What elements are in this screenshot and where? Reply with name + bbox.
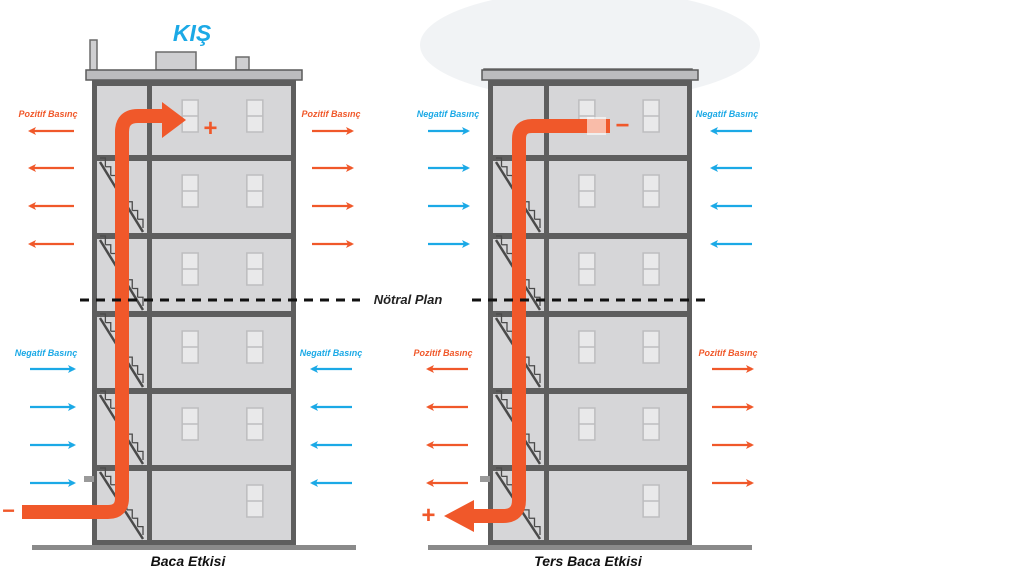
left-building-lower-right-label: Negatif Basınç xyxy=(300,348,363,358)
floor-slab-1 xyxy=(92,80,296,86)
floor-slab-2 xyxy=(488,155,692,161)
stack-flow-path xyxy=(22,109,166,519)
floor-slab-3 xyxy=(488,233,692,239)
reverse-stack-flow-arrowhead xyxy=(444,500,474,532)
reverse-stack-flow-path xyxy=(470,119,610,523)
shaft-wall xyxy=(544,80,549,546)
entrance-canopy xyxy=(480,476,490,482)
right-building-upper-right-label: Negatif Basınç xyxy=(696,109,759,119)
left-wall xyxy=(488,80,493,546)
pressure-arrows xyxy=(28,127,754,487)
floor-slab-1 xyxy=(488,80,692,86)
building-reverse-stack-effect xyxy=(428,68,752,550)
roof-structure-3 xyxy=(235,56,250,71)
floor-slab-3 xyxy=(92,233,296,239)
left-building-caption: Baca Etkisi xyxy=(151,553,227,569)
right-building-bottom-sign: + xyxy=(421,502,435,529)
right-wall xyxy=(687,80,692,546)
roof-structure-2 xyxy=(155,51,197,71)
left-building-upper-left-label: Pozitif Basınç xyxy=(18,109,77,119)
floor-slab-5 xyxy=(488,388,692,394)
right-building-top-sign: − xyxy=(615,112,629,139)
right-building-lower-right-label: Pozitif Basınç xyxy=(698,348,757,358)
ground-line xyxy=(32,545,356,550)
right-wall xyxy=(291,80,296,546)
floor-slab-2 xyxy=(92,155,296,161)
stack-flow-arrowhead xyxy=(162,102,186,138)
reverse-flow-dash-gap xyxy=(587,117,606,135)
roof-slab xyxy=(481,69,699,81)
neutral-plane-label: Nötral Plan xyxy=(374,292,443,307)
floor-slab-4 xyxy=(488,311,692,317)
entrance-canopy xyxy=(84,476,94,482)
season-title: KIŞ xyxy=(173,20,212,46)
ground-slab xyxy=(488,540,692,546)
right-building-lower-left-label: Pozitif Basınç xyxy=(413,348,472,358)
floor-slab-6 xyxy=(488,465,692,471)
floor-slab-5 xyxy=(92,388,296,394)
left-building-lower-left-label: Negatif Basınç xyxy=(15,348,78,358)
left-wall xyxy=(92,80,97,546)
shaft-wall xyxy=(147,80,152,546)
roof-slab xyxy=(85,69,303,81)
floor-slab-4 xyxy=(92,311,296,317)
left-building-top-sign: + xyxy=(203,115,217,142)
roof-structure-1 xyxy=(89,39,98,71)
left-building-upper-right-label: Pozitif Basınç xyxy=(301,109,360,119)
airflow-paths xyxy=(22,102,610,532)
floor-slab-6 xyxy=(92,465,296,471)
ground-slab xyxy=(92,540,296,546)
ground-line xyxy=(428,545,752,550)
left-building-bottom-sign: − xyxy=(2,498,15,523)
right-building-caption: Ters Baca Etkisi xyxy=(534,553,643,569)
right-building-upper-left-label: Negatif Basınç xyxy=(417,109,480,119)
